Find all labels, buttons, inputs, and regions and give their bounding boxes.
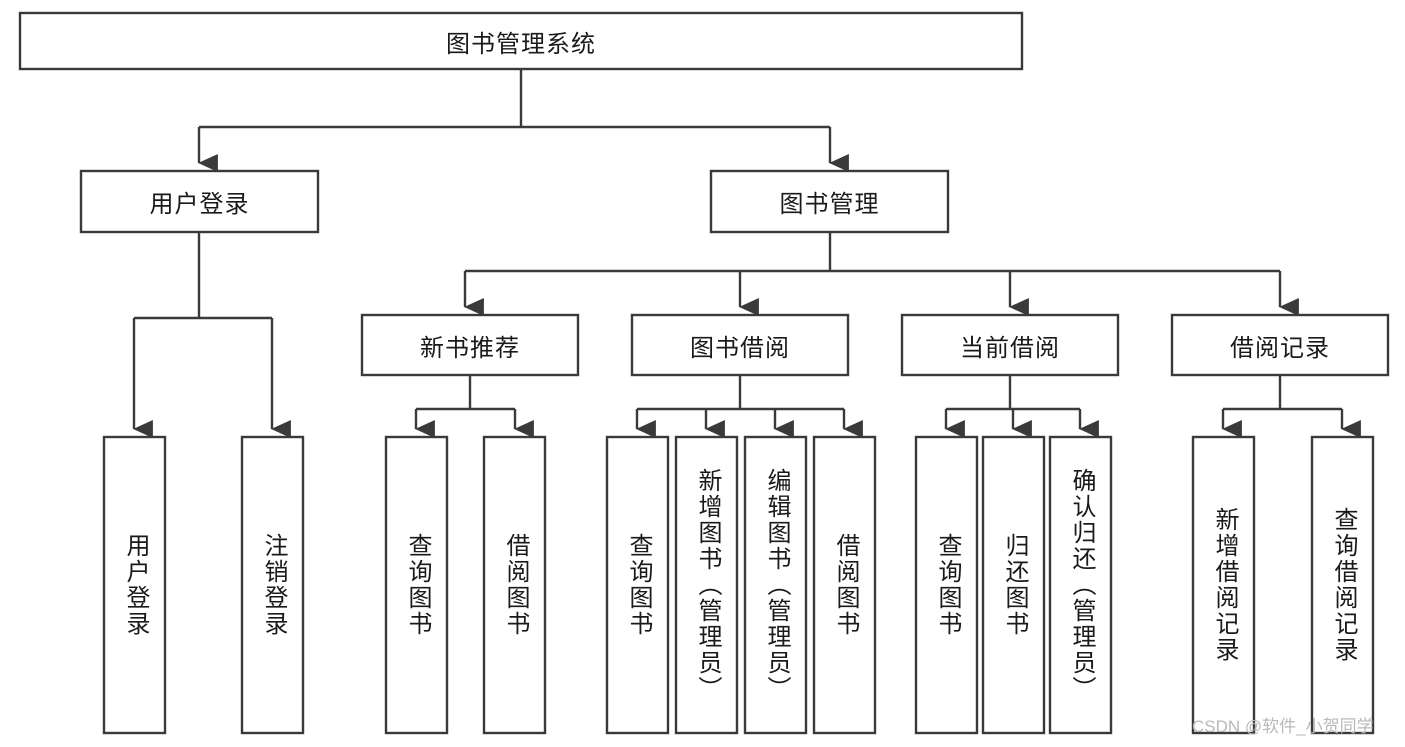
node-book-borrow[interactable] xyxy=(630,313,850,377)
leaf-book-borrow-0[interactable] xyxy=(605,435,670,735)
leaf-user-login-0[interactable] xyxy=(102,435,167,735)
leaf-current-borrow-2[interactable] xyxy=(1048,435,1113,735)
leaf-book-borrow-1[interactable] xyxy=(674,435,739,735)
leaf-current-borrow-1[interactable] xyxy=(981,435,1046,735)
leaf-book-borrow-2[interactable] xyxy=(743,435,808,735)
node-current-borrow[interactable] xyxy=(900,313,1120,377)
node-new-book-recommend[interactable] xyxy=(360,313,580,377)
leaf-borrow-record-0[interactable] xyxy=(1191,435,1256,735)
node-book-manage[interactable] xyxy=(709,169,950,234)
leaf-user-login-1[interactable] xyxy=(240,435,305,735)
node-root[interactable] xyxy=(18,11,1024,71)
leaf-borrow-record-1[interactable] xyxy=(1310,435,1375,735)
node-borrow-record[interactable] xyxy=(1170,313,1390,377)
leaf-book-borrow-3[interactable] xyxy=(812,435,877,735)
node-user-login[interactable] xyxy=(79,169,320,234)
leaf-new-book-0[interactable] xyxy=(384,435,449,735)
csdn-watermark: CSDN @软件_小贺同学 xyxy=(1192,717,1374,736)
leaf-new-book-1[interactable] xyxy=(482,435,547,735)
leaf-current-borrow-0[interactable] xyxy=(914,435,979,735)
